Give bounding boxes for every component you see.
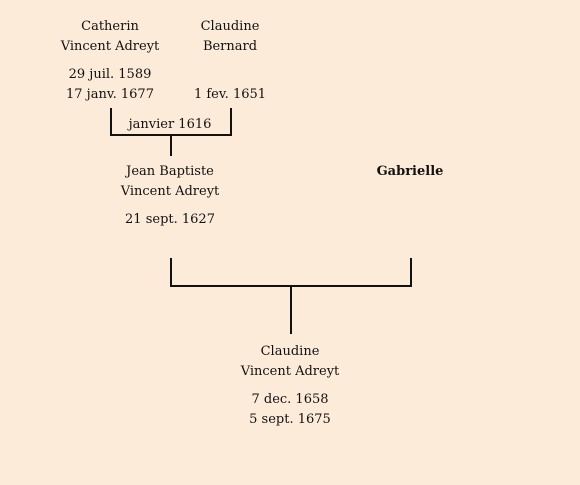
person-name-last: Vincent Adreyt bbox=[60, 39, 160, 54]
connector-marriage-bar bbox=[110, 134, 232, 136]
person-name-last: Vincent Adreyt bbox=[120, 184, 220, 199]
person-birth-date: 21 sept. 1627 bbox=[125, 212, 215, 227]
person-name-first: Jean Baptiste bbox=[126, 164, 214, 179]
marriage-date: janvier 1616 bbox=[128, 117, 212, 132]
person-birth-date: 29 juil. 1589 bbox=[68, 67, 152, 82]
connector-child-stem bbox=[170, 136, 172, 156]
person-catherin-vincent-adreyt: Catherin Vincent Adreyt 29 juil. 1589 17… bbox=[50, 17, 170, 105]
connector-left-drop bbox=[170, 258, 172, 287]
person-name-first: Claudine bbox=[260, 344, 320, 359]
connector-right-drop bbox=[410, 258, 412, 287]
person-name-last: Bernard bbox=[202, 39, 258, 54]
person-death-date: 1 fev. 1651 bbox=[193, 87, 267, 102]
person-death-date: 17 janv. 1677 bbox=[66, 87, 154, 102]
person-jean-baptiste-vincent-adreyt: Jean Baptiste Vincent Adreyt 21 sept. 16… bbox=[110, 162, 230, 230]
connector-marriage-bar bbox=[170, 285, 412, 287]
person-name-first: Claudine bbox=[200, 19, 260, 34]
person-gabrielle: Gabrielle bbox=[350, 162, 470, 182]
person-claudine-bernard: Claudine Bernard 1 fev. 1651 bbox=[170, 17, 290, 105]
connector-child-stem bbox=[290, 287, 292, 334]
person-name: Gabrielle bbox=[376, 164, 444, 179]
person-birth-date bbox=[170, 65, 290, 85]
connector-left-drop bbox=[110, 108, 112, 136]
person-death-date: 5 sept. 1675 bbox=[249, 412, 331, 427]
person-birth-date: 7 dec. 1658 bbox=[251, 392, 329, 407]
person-claudine-vincent-adreyt: Claudine Vincent Adreyt 7 dec. 1658 5 se… bbox=[230, 342, 350, 430]
person-name-first: Catherin bbox=[81, 19, 139, 34]
connector-right-drop bbox=[230, 108, 232, 136]
person-name-last: Vincent Adreyt bbox=[240, 364, 340, 379]
